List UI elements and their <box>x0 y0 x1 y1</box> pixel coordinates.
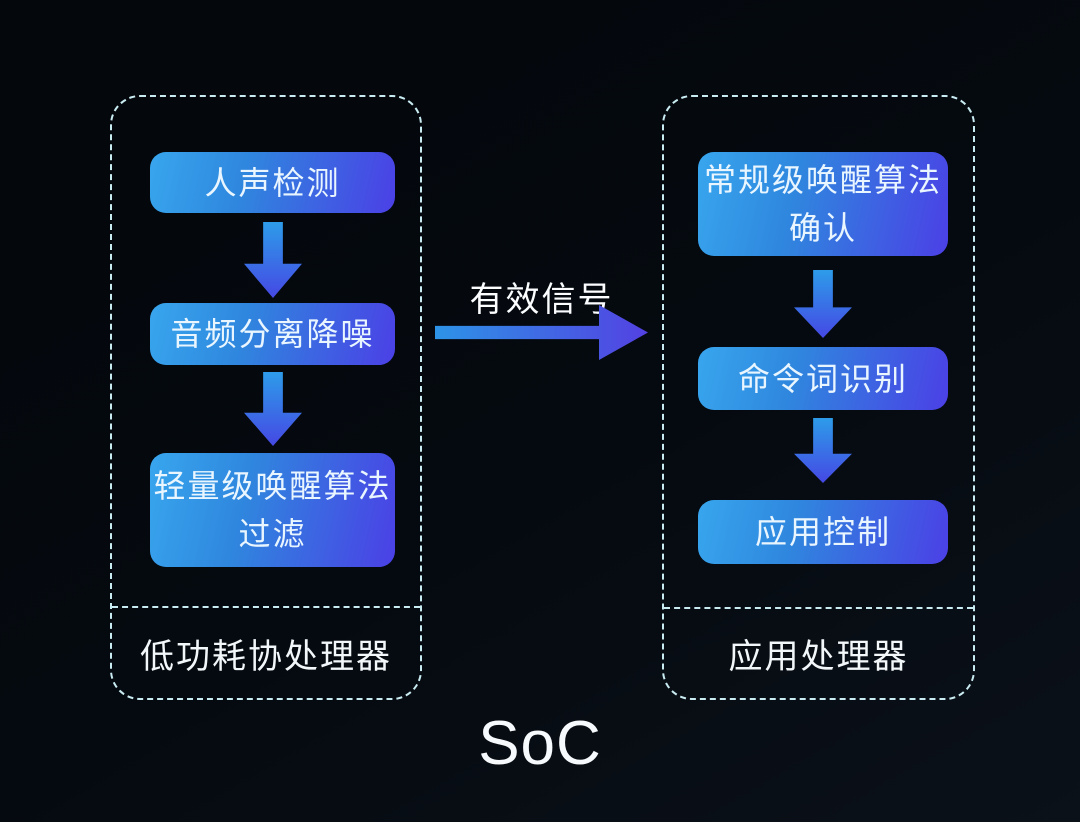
node-app-control: 应用控制 <box>698 500 948 564</box>
node-voice-detection: 人声检测 <box>150 152 395 213</box>
app-processor-panel: 应用处理器 <box>662 95 975 700</box>
node-command-word-recognition: 命令词识别 <box>698 347 948 410</box>
coprocessor-label: 低功耗协处理器 <box>140 637 392 676</box>
app-processor-label: 应用处理器 <box>728 638 909 676</box>
node-audio-separation-denoise: 音频分离降噪 <box>150 303 395 365</box>
node-regular-wake-confirm: 常规级唤醒算法 确认 <box>698 152 948 256</box>
coprocessor-panel: 低功耗协处理器 <box>110 95 422 700</box>
valid-signal-label: 有效信号 <box>469 281 614 319</box>
soc-title: SoC <box>478 709 602 778</box>
coprocessor-panel-footer: 低功耗协处理器 <box>112 606 420 698</box>
app-processor-panel-footer: 应用处理器 <box>664 607 973 698</box>
node-lightweight-wake-filter: 轻量级唤醒算法 过滤 <box>150 453 395 567</box>
